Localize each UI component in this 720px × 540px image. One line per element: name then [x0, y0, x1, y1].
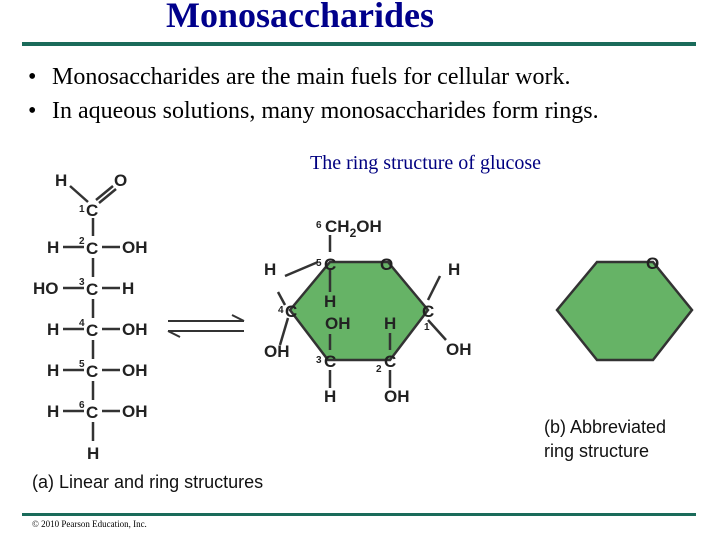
atom-h: H — [264, 260, 276, 279]
abbreviated-ring-hexagon — [555, 260, 694, 362]
atom-c: C — [86, 362, 98, 381]
linear-structure — [63, 185, 120, 441]
atom-o: O — [114, 171, 127, 190]
atom-oh: OH — [384, 387, 410, 406]
glucose-ring-hexagon — [288, 260, 430, 362]
bullet-item: • In aqueous solutions, many monosacchari… — [28, 94, 599, 128]
atom-oh: OH — [122, 238, 148, 257]
carbon-number: 3 — [316, 355, 322, 366]
oh-label: OH — [356, 217, 382, 236]
ring-oxygen: O — [646, 254, 659, 273]
slide-title: Monosaccharides — [166, 0, 434, 35]
atom-h: H — [47, 361, 59, 380]
carbon-number: 5 — [79, 359, 85, 370]
atom-h: H — [55, 171, 67, 190]
ch2oh-group: CH2OH — [325, 217, 382, 240]
figure-title: The ring structure of glucose — [310, 152, 542, 174]
bullet-item: • Monosaccharides are the main fuels for … — [28, 60, 599, 94]
atom-oh: OH — [122, 402, 148, 421]
carbon-number: 5 — [316, 258, 322, 269]
atom-oh: OH — [325, 314, 351, 333]
carbon-number: 6 — [316, 220, 322, 231]
bullet-text: Monosaccharides are the main fuels for c… — [52, 64, 571, 90]
atom-c: C — [324, 352, 336, 371]
bond — [98, 188, 117, 204]
atom-h: H — [384, 314, 396, 333]
atom-c: C — [86, 403, 98, 422]
atom-c: C — [86, 280, 98, 299]
ring-oxygen: O — [380, 255, 393, 274]
bond — [69, 185, 89, 203]
atom-oh: OH — [122, 361, 148, 380]
carbon-number: 6 — [79, 400, 85, 411]
equilibrium-arrows-icon — [167, 314, 245, 338]
caption-a: (a) Linear and ring structures — [32, 472, 263, 492]
carbon-number: 3 — [79, 277, 85, 288]
atom-c: C — [86, 201, 98, 220]
caption-b: (b) Abbreviated — [544, 417, 666, 437]
atom-h: H — [47, 238, 59, 257]
ch2-label: CH — [325, 217, 350, 236]
atom-c: C — [384, 352, 396, 371]
bullet-list: • Monosaccharides are the main fuels for … — [28, 60, 599, 128]
ring-atoms: 6 CH2OH H 5 C O H 4 C H OH H C 1 OH OH 3… — [264, 217, 472, 406]
atom-oh: OH — [446, 340, 472, 359]
carbon-number: 4 — [278, 305, 284, 316]
atom-c: C — [86, 239, 98, 258]
atom-oh: OH — [122, 320, 148, 339]
bullet-dot: • — [28, 98, 37, 124]
atom-c: C — [86, 321, 98, 340]
ring-bonds — [276, 235, 447, 388]
atom-c: C — [324, 255, 336, 274]
atom-h: H — [448, 260, 460, 279]
bullet-text: In aqueous solutions, many monosaccharid… — [52, 98, 599, 124]
atom-c: C — [285, 302, 297, 321]
atom-h: H — [47, 402, 59, 421]
carbon-number: 1 — [79, 204, 85, 215]
atom-oh: OH — [264, 342, 290, 361]
bond — [95, 185, 114, 201]
carbon-number: 4 — [79, 318, 85, 329]
atom-c: C — [422, 302, 434, 321]
linear-atoms: H O 1 C H 2 C OH HO 3 C H H 4 C OH H 5 C… — [33, 171, 148, 463]
footer-divider — [22, 513, 696, 516]
copyright-notice: © 2010 Pearson Education, Inc. — [32, 519, 147, 529]
title-divider — [22, 42, 696, 46]
carbon-number: 1 — [424, 322, 430, 333]
subscript: 2 — [350, 226, 357, 240]
atom-h: H — [47, 320, 59, 339]
atom-h: H — [324, 292, 336, 311]
atom-h: H — [87, 444, 99, 463]
atom-h: H — [324, 387, 336, 406]
caption-b: ring structure — [544, 441, 649, 461]
carbon-number: 2 — [79, 236, 85, 247]
atom-ho: HO — [33, 279, 59, 298]
atom-h: H — [122, 279, 134, 298]
bullet-dot: • — [28, 64, 37, 90]
carbon-number: 2 — [376, 364, 382, 375]
